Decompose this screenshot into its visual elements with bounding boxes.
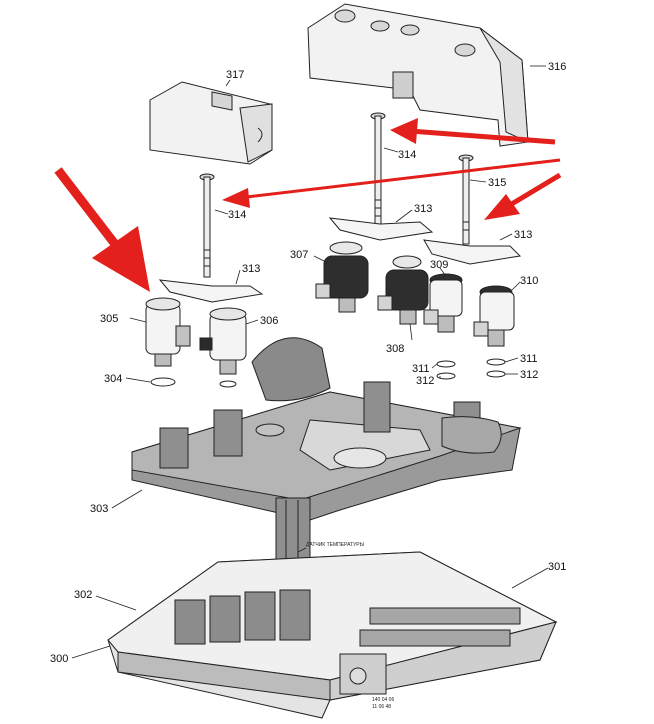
callout-316: 316 <box>548 61 566 73</box>
solenoid-309 <box>423 273 463 333</box>
bolt-314-left <box>199 173 215 278</box>
solenoid-307 <box>315 241 369 313</box>
red-arrows <box>54 118 562 292</box>
callout-304: 304 <box>104 373 122 385</box>
callout-311-left: 311 <box>412 363 430 375</box>
callout-308: 308 <box>386 343 404 355</box>
callout-314-left: 314 <box>228 209 246 221</box>
leader-lines <box>71 65 549 659</box>
solenoid-308 <box>377 255 429 325</box>
callout-314-right: 314 <box>398 149 416 161</box>
part-stamp-line-1: 140 04 06 <box>372 697 394 703</box>
o-ring-311-right <box>486 358 506 366</box>
cover-317 <box>149 81 273 165</box>
callout-302: 302 <box>74 589 92 601</box>
callout-310: 310 <box>520 275 538 287</box>
solenoid-310 <box>473 285 515 347</box>
callout-309: 309 <box>430 259 448 271</box>
bolt-314-right <box>370 112 386 225</box>
callout-313-right: 313 <box>514 229 532 241</box>
solenoid-306 <box>199 307 247 375</box>
o-ring-311-left <box>436 360 456 368</box>
clamp-313-right <box>423 239 522 265</box>
callout-311-right: 311 <box>520 353 538 365</box>
temperature-sensor-label: ДАТЧИК ТЕМПЕРАТУРЫ <box>306 542 365 548</box>
o-ring-304 <box>150 377 176 387</box>
cover-316 <box>307 3 529 147</box>
callout-303: 303 <box>90 503 108 515</box>
callout-313-mid: 313 <box>414 203 432 215</box>
solenoid-305 <box>145 297 191 367</box>
o-ring-312-right <box>486 370 506 378</box>
callout-313-left: 313 <box>242 263 260 275</box>
callout-305: 305 <box>100 313 118 325</box>
clamp-313-left <box>158 279 264 303</box>
clamp-313-mid <box>328 217 434 241</box>
callout-labels: 316 317 314 315 314 313 313 313 307 309 … <box>50 61 566 665</box>
bolt-315 <box>458 154 474 245</box>
callout-306: 306 <box>260 315 278 327</box>
callout-317: 317 <box>226 69 244 81</box>
callout-312-right: 312 <box>520 369 538 381</box>
callout-301: 301 <box>548 561 566 573</box>
callout-307: 307 <box>290 249 308 261</box>
housing-303 <box>131 337 522 583</box>
part-stamp-line-2: 11 06 48 <box>372 704 391 710</box>
callout-312-left: 312 <box>416 375 434 387</box>
callout-315: 315 <box>488 177 506 189</box>
o-ring-312-left <box>436 372 456 380</box>
callout-300: 300 <box>50 653 68 665</box>
o-ring-306-lower <box>219 380 237 388</box>
valve-body-300 <box>107 551 558 719</box>
